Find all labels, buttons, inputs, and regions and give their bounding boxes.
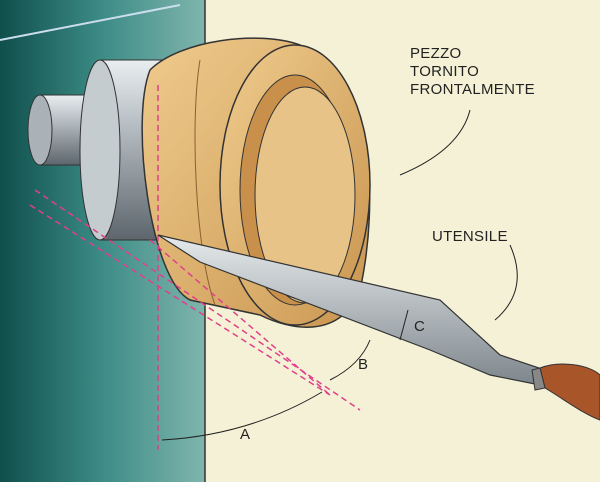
chisel-tool bbox=[157, 234, 600, 421]
dimension-c-label: C bbox=[414, 318, 426, 335]
chisel-handle bbox=[539, 363, 600, 421]
arc-c bbox=[399, 309, 409, 341]
wooden-workpiece bbox=[141, 37, 371, 328]
arc-a bbox=[161, 391, 323, 441]
dimension-b-label: B bbox=[358, 356, 369, 373]
chisel-ferrule bbox=[531, 367, 546, 391]
workpiece-label-line: FRONTALMENTE bbox=[410, 81, 535, 98]
workpiece-leader bbox=[399, 109, 471, 176]
tool-leader bbox=[494, 244, 518, 321]
arc-b bbox=[329, 339, 371, 381]
tool-label: UTENSILE bbox=[432, 228, 508, 245]
workpiece-label-line: TORNITO bbox=[410, 63, 480, 80]
workpiece-label-line: PEZZO bbox=[410, 45, 462, 62]
angle-guide-lines bbox=[29, 85, 361, 450]
dimension-a-label: A bbox=[240, 426, 251, 443]
dimension-arcs bbox=[161, 109, 518, 441]
wall-highlight bbox=[0, 4, 181, 41]
workpiece-label: PEZZO TORNITO FRONTALMENTE bbox=[410, 45, 535, 99]
